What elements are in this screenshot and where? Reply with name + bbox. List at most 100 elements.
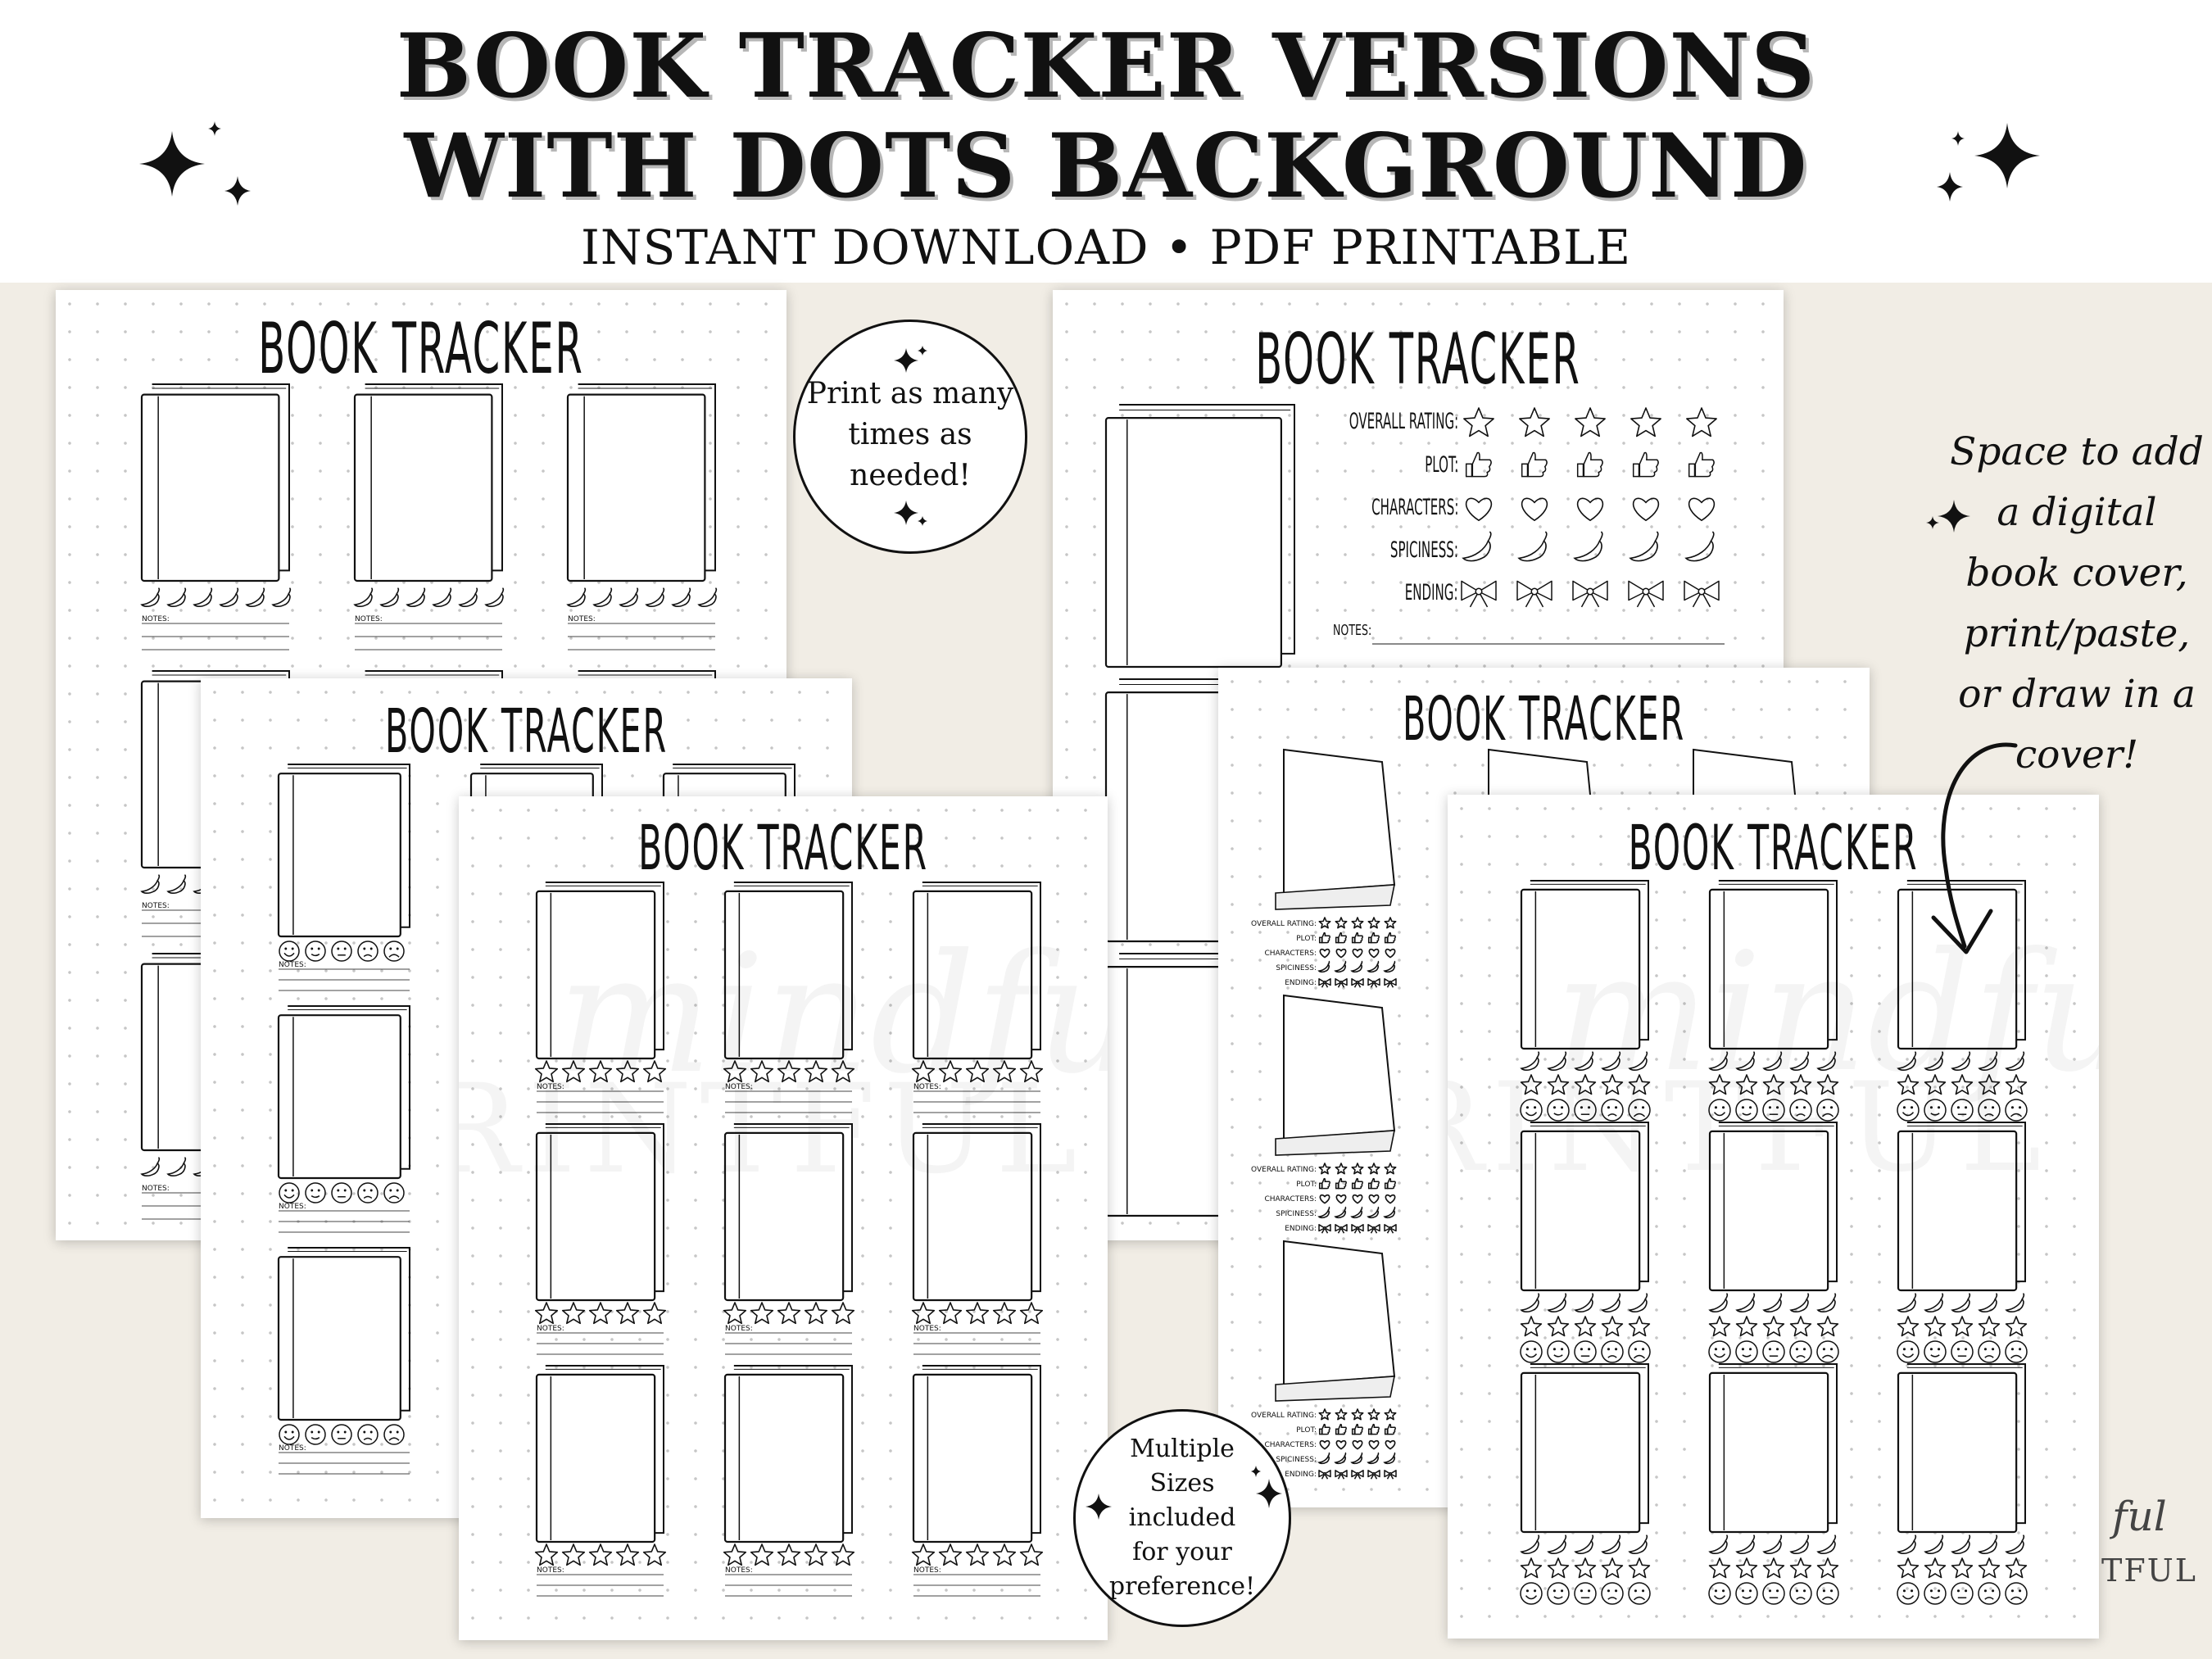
header-banner — [0, 0, 2212, 283]
chili-pepper-icon — [1708, 1534, 1729, 1555]
book-icon — [1275, 748, 1396, 910]
book-icon — [140, 383, 290, 582]
star-icon — [588, 1543, 613, 1566]
star-icon — [1951, 1316, 1974, 1337]
notes-label: NOTES: — [537, 1083, 564, 1091]
emoji-face-icon — [2005, 1582, 2028, 1605]
chili-pepper-icon — [245, 587, 265, 608]
star-icon — [1816, 1316, 1839, 1337]
annotation-text: Space to add a digital book cover, print… — [1942, 422, 2212, 786]
star-icon — [1547, 1557, 1570, 1579]
star-icon — [1384, 917, 1397, 929]
notes-label: NOTES: — [568, 615, 596, 623]
chili-pepper-icon — [671, 587, 691, 608]
chili-pepper-icon — [619, 587, 639, 608]
emoji-face-icon — [1978, 1340, 2001, 1363]
annotation-line: print/paste, — [1963, 611, 2191, 656]
chili-pepper-icon — [379, 587, 400, 608]
chili-pepper-icon — [1735, 1051, 1756, 1072]
star-icon — [1574, 1316, 1597, 1337]
emoji-face-icon — [383, 941, 405, 962]
chili-pepper-icon — [1789, 1534, 1810, 1555]
star-icon — [642, 1302, 667, 1325]
star-icon — [1519, 407, 1550, 437]
heart-icon — [1521, 497, 1548, 522]
chili-pepper-icon — [1978, 1293, 1998, 1313]
star-icon — [642, 1543, 667, 1566]
bow-icon — [1516, 580, 1552, 608]
chili-pepper-icon — [1924, 1534, 1944, 1555]
book-icon — [535, 882, 664, 1060]
notes-label: NOTES: — [279, 1203, 306, 1211]
chili-pepper-icon — [406, 587, 426, 608]
emoji-face-icon — [1520, 1582, 1543, 1605]
chili-pepper-icon — [1629, 531, 1659, 562]
star-icon — [1628, 1316, 1651, 1337]
emoji-face-icon — [1735, 1582, 1758, 1605]
book-icon — [723, 882, 853, 1060]
star-icon — [615, 1543, 640, 1566]
chili-pepper-icon — [1547, 1051, 1567, 1072]
emoji-face-icon — [1601, 1340, 1624, 1363]
chili-pepper-icon — [1383, 960, 1396, 973]
star-icon — [615, 1060, 640, 1083]
book-icon — [535, 1365, 664, 1543]
emoji-face-icon — [331, 1424, 352, 1445]
chili-pepper-icon — [1573, 531, 1603, 562]
emoji-face-icon — [1951, 1099, 1974, 1122]
emoji-face-icon — [331, 941, 352, 962]
chili-pepper-icon — [1789, 1293, 1810, 1313]
bow-icon — [1318, 1224, 1331, 1234]
chili-pepper-icon — [1816, 1051, 1837, 1072]
book-icon — [1708, 1122, 1838, 1292]
chili-pepper-icon — [1816, 1293, 1837, 1313]
headline-line-1: BOOK TRACKER VERSIONS — [396, 15, 1816, 118]
star-icon — [1897, 1557, 1920, 1579]
emoji-face-icon — [1735, 1099, 1758, 1122]
star-icon — [911, 1543, 936, 1566]
thumbs-up-icon — [1632, 451, 1659, 478]
star-icon — [1574, 1074, 1597, 1095]
star-icon — [1601, 1074, 1624, 1095]
rating-label: OVERALL RATING: — [1251, 1166, 1317, 1174]
star-icon — [2005, 1316, 2028, 1337]
emoji-face-icon — [1520, 1340, 1543, 1363]
star-icon — [1924, 1316, 1947, 1337]
thumbs-up-icon — [1384, 1177, 1396, 1190]
heart-icon — [1335, 1194, 1347, 1204]
emoji-face-icon — [1708, 1099, 1731, 1122]
star-icon — [2005, 1074, 2028, 1095]
star-icon — [1630, 407, 1661, 437]
star-icon — [1384, 1408, 1397, 1421]
book-icon — [277, 764, 410, 938]
book-icon — [277, 1247, 410, 1421]
bow-icon — [1384, 1224, 1397, 1234]
chili-pepper-icon — [1574, 1293, 1594, 1313]
chili-pepper-icon — [484, 587, 505, 608]
bow-icon — [1684, 580, 1720, 608]
annotation-line: or draw in a — [1958, 672, 2196, 717]
label-plot: PLOT: — [1424, 452, 1458, 478]
bow-icon — [1318, 1470, 1331, 1480]
rating-label: PLOT: — [1296, 1181, 1317, 1189]
thumbs-up-icon — [1384, 931, 1396, 944]
rating-label: SPICINESS: — [1276, 964, 1317, 972]
bow-icon — [1335, 1224, 1348, 1234]
chili-pepper-icon — [1735, 1534, 1756, 1555]
star-icon — [561, 1302, 586, 1325]
emoji-face-icon — [383, 1182, 405, 1203]
book-icon — [277, 1005, 410, 1180]
star-icon — [831, 1060, 855, 1083]
chili-pepper-icon — [1517, 531, 1548, 562]
notes-label: NOTES: — [142, 902, 170, 910]
thumbs-up-icon — [1351, 1177, 1363, 1190]
chili-pepper-icon — [1383, 1452, 1396, 1465]
star-icon — [588, 1302, 613, 1325]
star-icon — [1601, 1316, 1624, 1337]
chili-pepper-icon — [1978, 1051, 1998, 1072]
star-icon — [992, 1543, 1017, 1566]
emoji-face-icon — [1897, 1582, 1920, 1605]
badge-text: times as — [848, 418, 972, 451]
bow-icon — [1351, 1470, 1364, 1480]
chili-pepper-icon — [1317, 1452, 1330, 1465]
